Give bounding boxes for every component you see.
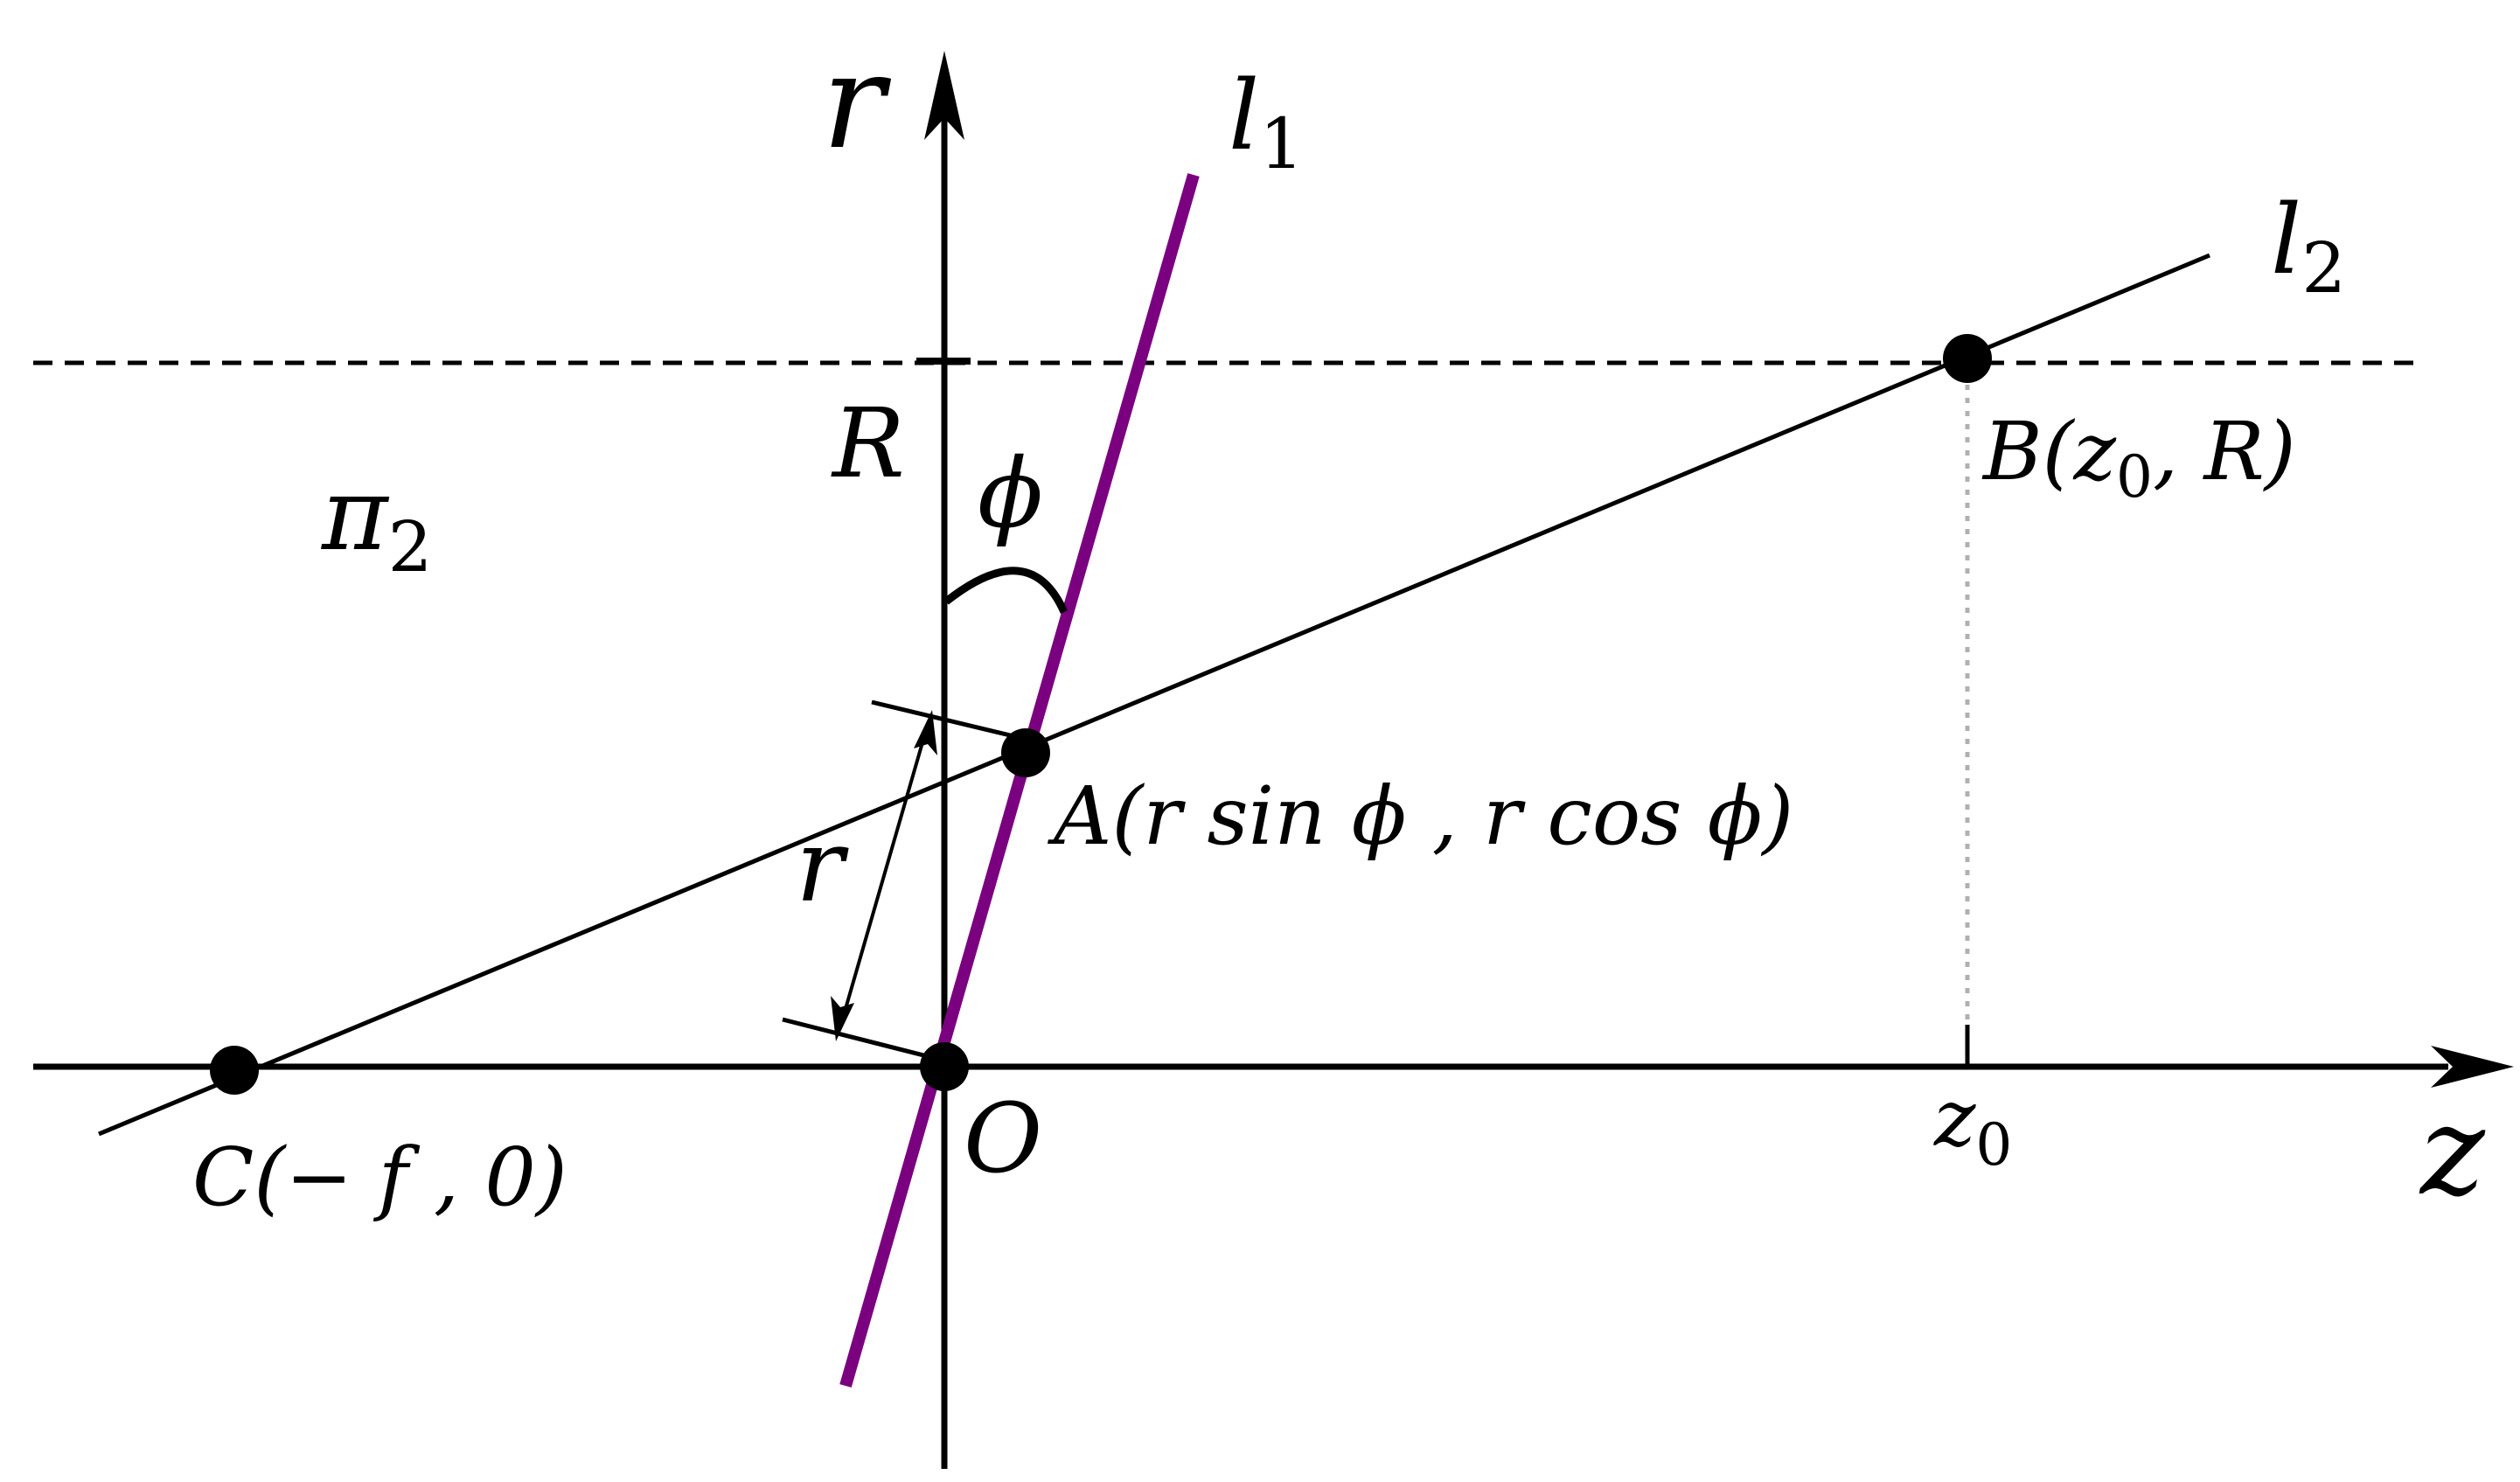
line-l1 [839,173,1200,1388]
axis-z-label: z [2419,1081,2486,1223]
distance-extension-top [871,699,1026,741]
line-l2 [98,253,2210,1137]
point-A-dot [1001,728,1050,777]
distance-r-label: r [796,808,849,925]
plane-label: π2 [320,456,433,588]
point-O-dot [920,1042,969,1091]
line-l1-label: l1 [1229,59,1304,184]
z0-tick-label: z0 [1933,1073,2012,1179]
point-B-label: B(z0, R) [1981,405,2296,511]
r-axis-arrowhead [924,51,964,140]
distance-arrowhead-top [914,710,937,755]
angle-phi-label: ϕ [978,437,1043,549]
axis-r-label: r [822,26,892,178]
point-C-dot [210,1046,259,1095]
distance-arrowhead-bottom [831,996,854,1041]
distance-arrow [838,720,930,1031]
line-l2-label: l2 [2271,184,2346,309]
z-axis-arrowhead [2431,1046,2514,1088]
distance-extension-bottom [782,1017,945,1063]
point-B-dot [1943,334,1992,383]
angle-phi-arc [943,567,1069,614]
point-C-label: C(− f , 0) [192,1131,567,1224]
point-A-label: A(r sin ϕ , r cos ϕ) [1047,769,1793,863]
radius-label: R [831,387,905,499]
origin-label: O [964,1082,1042,1194]
